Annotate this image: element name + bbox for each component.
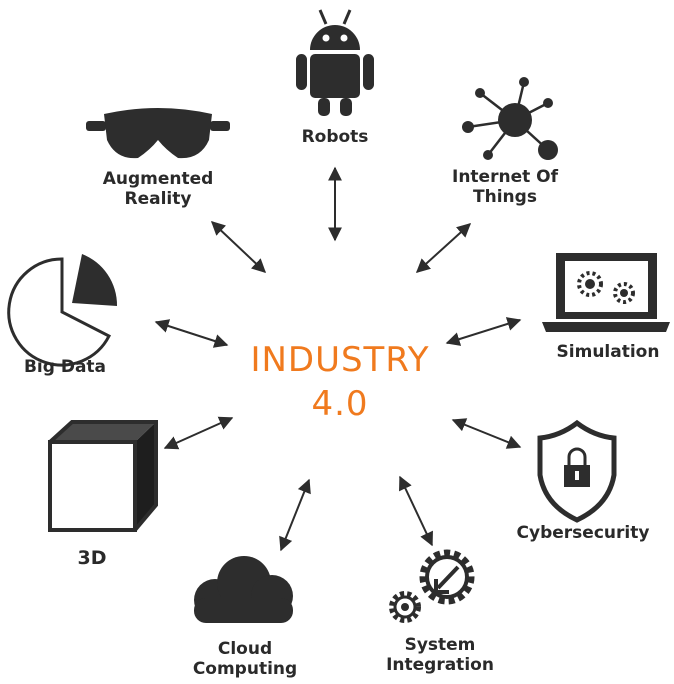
cloud-label-line1: Cloud [217,639,273,659]
center-title: INDUSTRY 4.0 [240,338,440,426]
ar-label: Augmented Reality [88,169,228,209]
cloud-icon [194,556,293,623]
cloud-label: Cloud Computing [185,639,305,679]
cube-icon [48,420,158,532]
iot-label: Internet Of Things [440,167,570,207]
center-title-line2: 4.0 [311,384,369,425]
sysint-label-line2: Integration [386,654,494,675]
bigdata-label: Big Data [23,357,107,377]
sysint-label: System Integration [375,635,505,675]
arrow-iot [415,223,472,273]
threed-label: 3D [77,547,107,569]
arrow-bigdata [154,319,229,348]
vr-goggles-icon [86,108,230,159]
cyber-label: Cybersecurity [516,523,650,543]
arrow-simulation [445,317,522,346]
shield-lock-icon [537,419,617,523]
iot-label-line1: Internet Of [452,167,558,187]
sysint-label-line1: System [404,635,476,655]
cloud-label-line2: Computing [192,658,298,679]
simulation-label: Simulation [556,342,660,362]
arrow-ar [210,221,267,273]
network-hub-icon [462,77,558,160]
ar-label-line1: Augmented [102,169,214,189]
pie-chart-icon [7,254,118,367]
iot-label-line2: Things [473,186,537,207]
robot-icon [296,9,374,116]
gears-icon [389,549,475,623]
center-title-line1: INDUSTRY [250,340,430,380]
arrow-3d [163,416,234,450]
arrow-sysint [399,475,433,547]
robots-label: Robots [301,127,369,147]
laptop-gears-icon [542,253,670,332]
ar-label-line2: Reality [124,188,192,209]
arrow-cyber [451,418,522,449]
arrow-cloud [279,478,311,552]
